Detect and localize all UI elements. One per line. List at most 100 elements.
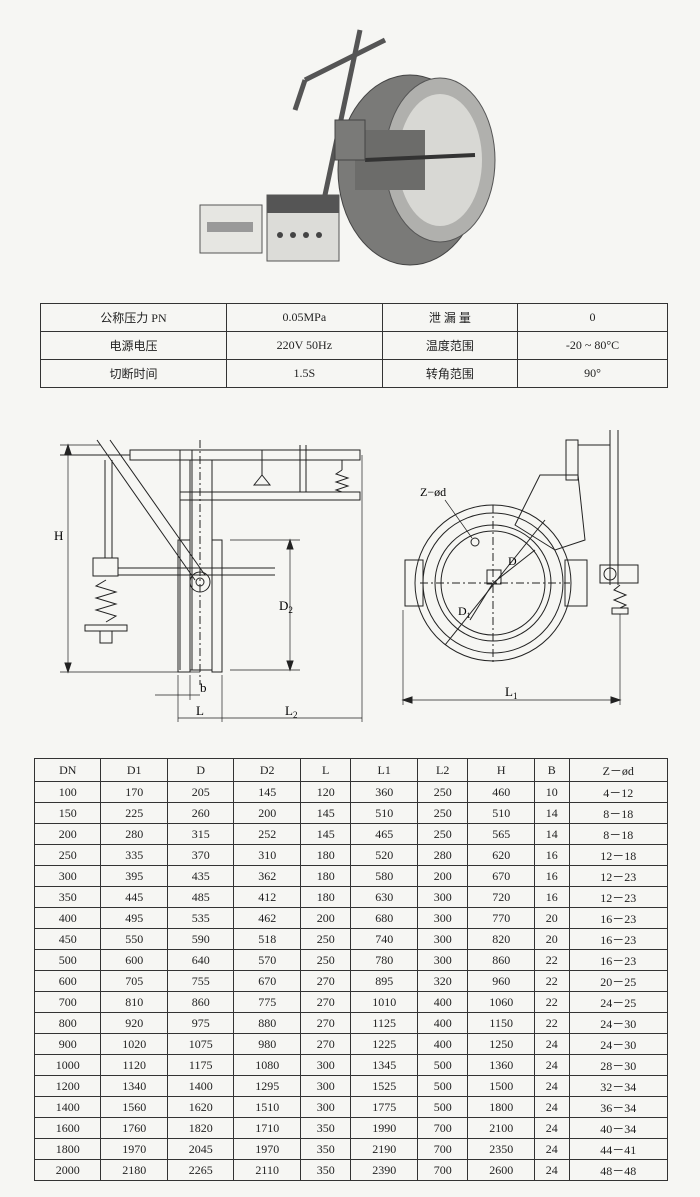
- table-cell: 400: [416, 1033, 469, 1055]
- label-D1: D1: [458, 604, 471, 620]
- table-cell: 300: [416, 907, 469, 929]
- table-cell: 370: [166, 844, 235, 866]
- table-cell: 435: [166, 865, 235, 887]
- table-cell: 24: [533, 1054, 570, 1076]
- side-view: [60, 439, 363, 722]
- column-header: D1: [100, 758, 168, 782]
- table-cell: 400: [33, 907, 102, 929]
- table-cell: 2110: [233, 1159, 301, 1181]
- table-cell: 22: [533, 949, 570, 971]
- spec-label: 温度范围: [381, 331, 519, 360]
- table-cell: 535: [166, 907, 235, 929]
- label-L1: L1: [505, 684, 517, 701]
- column-header: B: [533, 758, 570, 782]
- controller-box: [199, 194, 340, 262]
- table-cell: 495: [100, 907, 168, 929]
- table-cell: 20: [533, 907, 570, 929]
- table-cell: 900: [33, 1033, 102, 1055]
- table-cell: 145: [299, 823, 352, 845]
- table-cell: 24: [533, 1117, 570, 1139]
- table-cell: 1080: [233, 1054, 301, 1076]
- table-cell: 1150: [467, 1012, 535, 1034]
- table-cell: 518: [233, 928, 301, 950]
- label-D: D: [508, 554, 517, 568]
- spec-value: -20 ~ 80°C: [517, 331, 668, 360]
- column-header: D2: [233, 758, 301, 782]
- table-cell: 250: [299, 949, 352, 971]
- table-cell: 1000: [33, 1054, 102, 1076]
- table-cell: 280: [416, 844, 469, 866]
- table-cell: 48－48: [568, 1159, 668, 1181]
- table-cell: 250: [33, 844, 102, 866]
- table-cell: 2100: [467, 1117, 535, 1139]
- table-cell: 1400: [166, 1075, 235, 1097]
- table-cell: 810: [100, 991, 168, 1013]
- table-cell: 1510: [233, 1096, 301, 1118]
- table-cell: 860: [467, 949, 535, 971]
- table-cell: 250: [416, 781, 469, 803]
- table-cell: 150: [33, 802, 102, 824]
- table-cell: 350: [33, 886, 102, 908]
- table-cell: 335: [100, 844, 168, 866]
- table-cell: 1060: [467, 991, 535, 1013]
- table-cell: 300: [416, 949, 469, 971]
- table-cell: 362: [233, 865, 301, 887]
- column-header: D: [166, 758, 235, 782]
- table-cell: 1560: [100, 1096, 168, 1118]
- table-cell: 500: [33, 949, 102, 971]
- table-cell: 320: [416, 970, 469, 992]
- table-cell: 270: [299, 1012, 352, 1034]
- table-cell: 630: [350, 886, 418, 908]
- table-cell: 520: [350, 844, 418, 866]
- table-cell: 40－34: [568, 1117, 668, 1139]
- table-cell: 680: [350, 907, 418, 929]
- table-cell: 770: [467, 907, 535, 929]
- table-cell: 1125: [350, 1012, 418, 1034]
- table-cell: 252: [233, 823, 301, 845]
- table-cell: 200: [33, 823, 102, 845]
- table-cell: 180: [299, 844, 352, 866]
- label-L2: L2: [285, 703, 297, 720]
- table-cell: 465: [350, 823, 418, 845]
- table-cell: 310: [233, 844, 301, 866]
- table-cell: 590: [166, 928, 235, 950]
- table-cell: 1175: [166, 1054, 235, 1076]
- table-cell: 170: [100, 781, 168, 803]
- table-cell: 225: [100, 802, 168, 824]
- column-header: H: [467, 758, 535, 782]
- label-Zd: Z−ød: [420, 485, 446, 499]
- column-header: DN: [33, 758, 102, 782]
- table-cell: 20－25: [568, 970, 668, 992]
- table-cell: 570: [233, 949, 301, 971]
- table-cell: 24: [533, 1138, 570, 1160]
- table-cell: 640: [166, 949, 235, 971]
- table-cell: 510: [467, 802, 535, 824]
- column-header: L: [299, 758, 352, 782]
- table-cell: 705: [100, 970, 168, 992]
- table-cell: 975: [166, 1012, 235, 1034]
- table-cell: 395: [100, 865, 168, 887]
- table-cell: 12－23: [568, 886, 668, 908]
- table-cell: 1775: [350, 1096, 418, 1118]
- table-cell: 24: [533, 1033, 570, 1055]
- table-cell: 2265: [166, 1159, 235, 1181]
- table-cell: 820: [467, 928, 535, 950]
- spec-value: 90°: [517, 359, 668, 388]
- table-cell: 22: [533, 1012, 570, 1034]
- table-cell: 960: [467, 970, 535, 992]
- table-cell: 700: [33, 991, 102, 1013]
- table-cell: 22: [533, 970, 570, 992]
- table-cell: 895: [350, 970, 418, 992]
- table-cell: 24: [533, 1096, 570, 1118]
- table-cell: 180: [299, 886, 352, 908]
